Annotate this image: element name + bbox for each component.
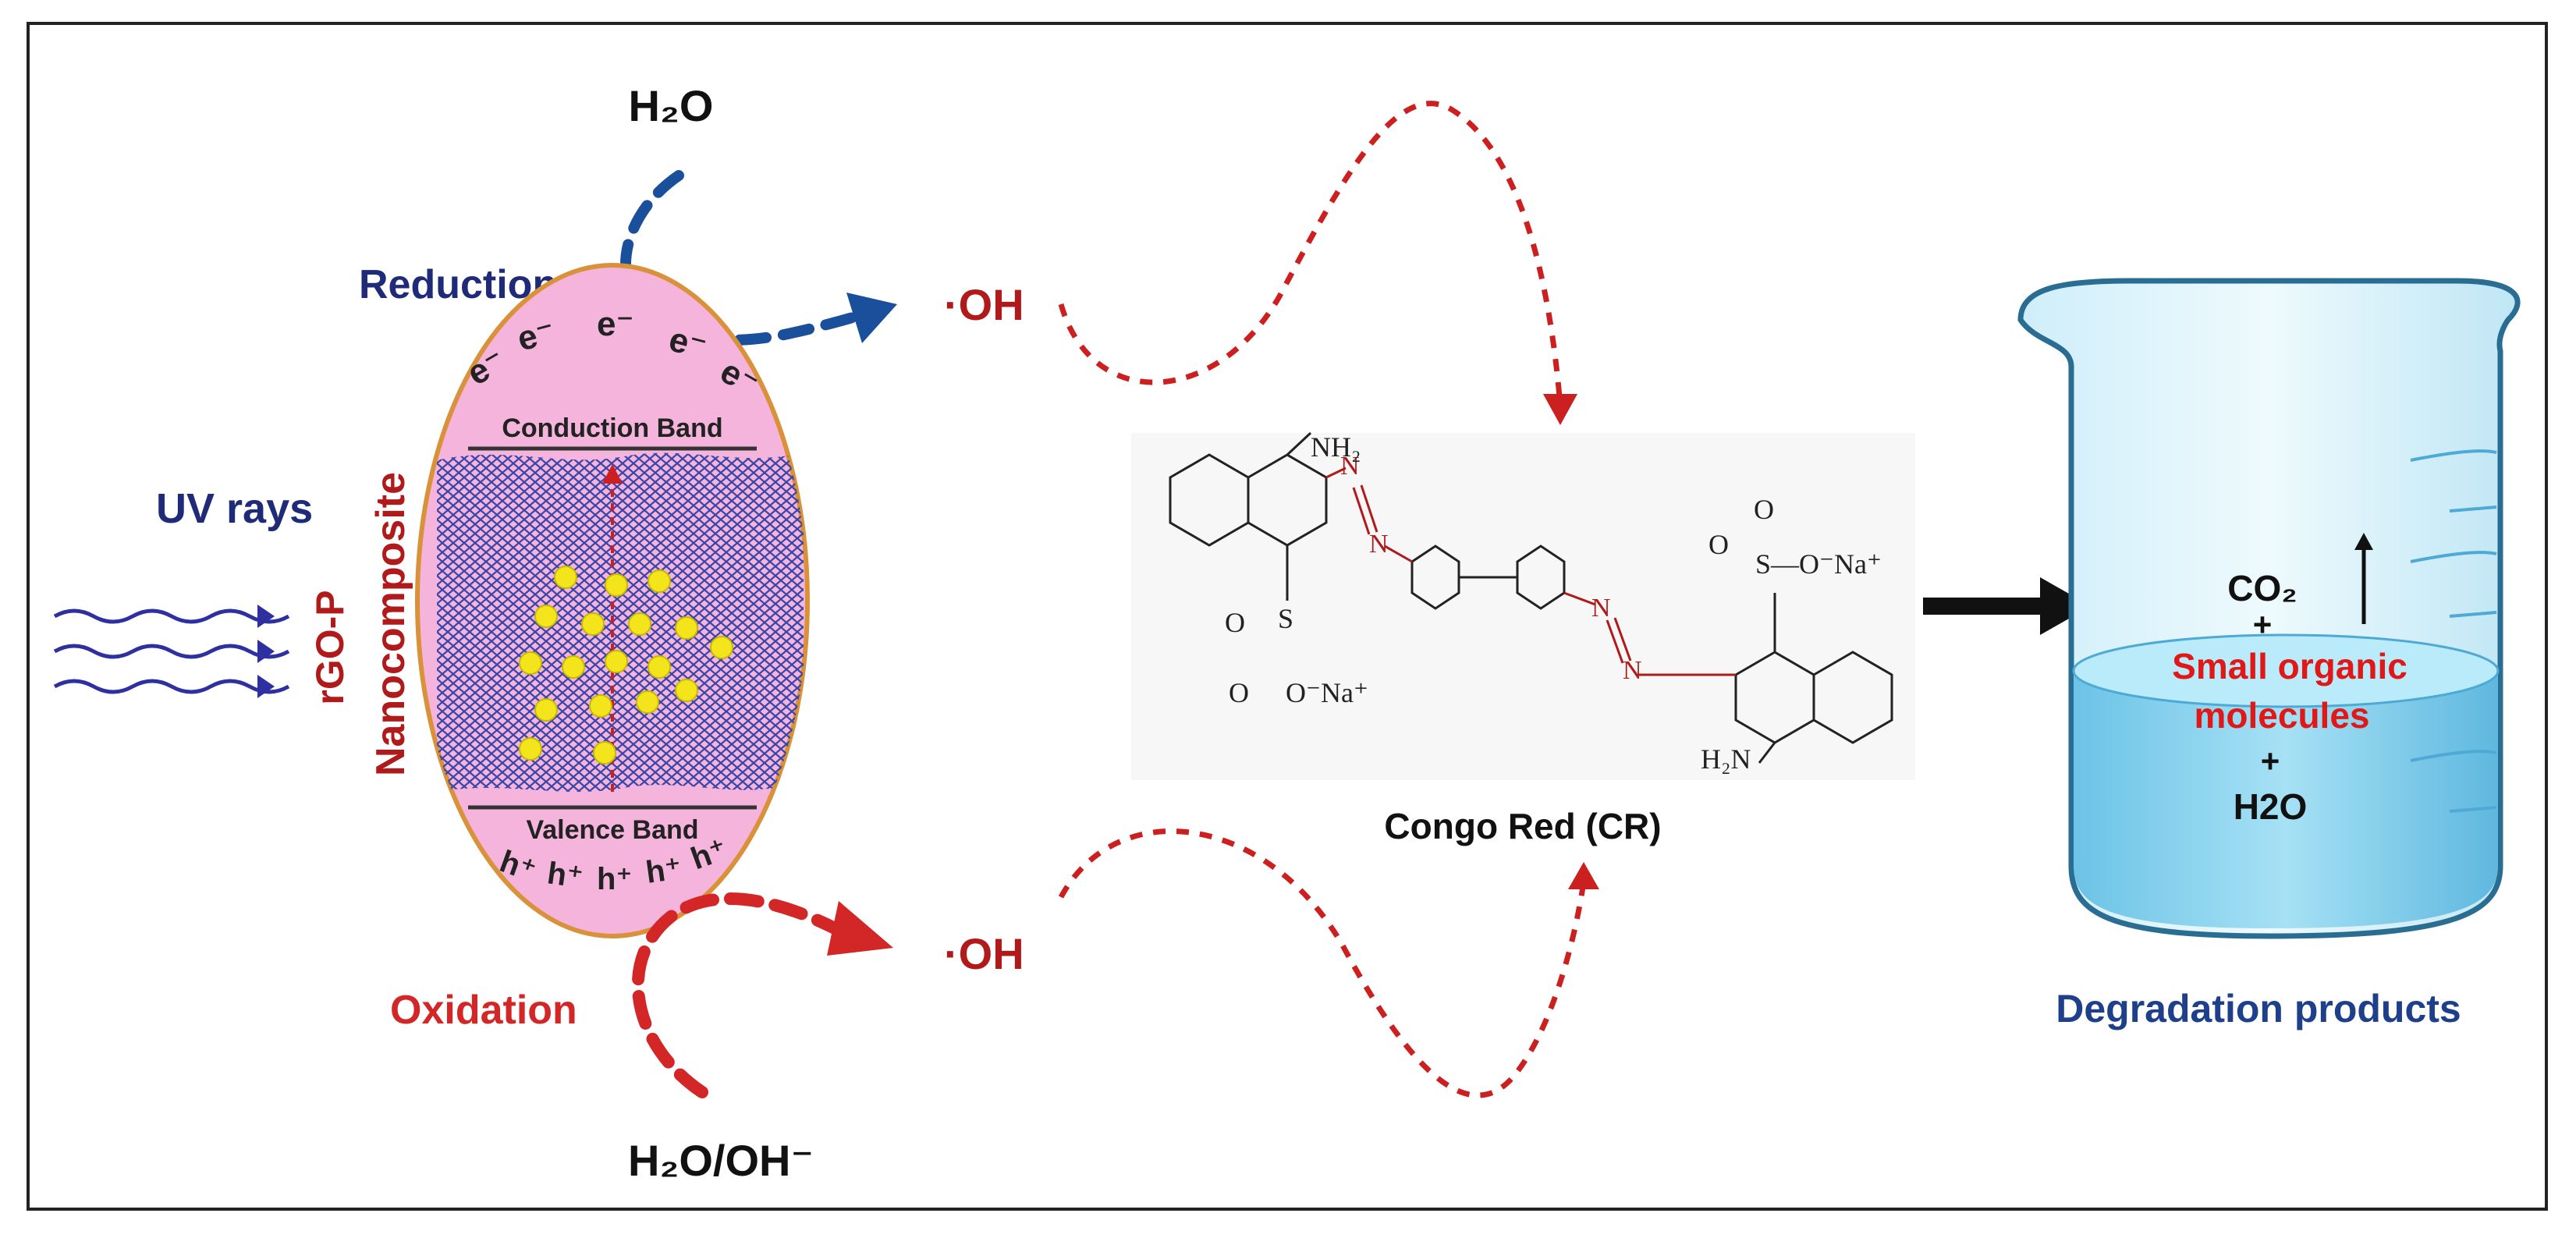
h2o-top-label: H₂O (629, 81, 714, 130)
oxidation-arrowhead-icon (827, 901, 893, 956)
oxygen-left-bottom: O (1229, 677, 1249, 708)
oh-to-cr-top-path (1058, 101, 1563, 406)
liquid-surface (2072, 633, 2500, 708)
oh-to-cr-bottom-path (1058, 828, 1587, 1098)
hole-4: h⁺ (644, 851, 683, 890)
co2-label: CO₂ (2227, 568, 2297, 608)
top-path-arrowhead-icon (1543, 394, 1577, 425)
hole-2: h⁺ (545, 856, 585, 895)
beaker-liquid (2074, 647, 2498, 928)
graphene-lattice (437, 452, 804, 792)
congo-red-structure: N N N N NH₂ H₂N S—O⁻Na⁺ O O S O O O⁻Na⁺ (1131, 431, 1915, 780)
oxygen-left-left: O (1225, 607, 1245, 638)
oh-radical-bottom: ·OH (944, 929, 1024, 978)
reduction-arrowhead-icon (846, 293, 897, 343)
bottom-path-arrowhead-icon (1568, 862, 1599, 889)
oxidation-arrow (631, 892, 841, 1098)
hole-3: h⁺ (597, 862, 633, 896)
electron-3: e⁻ (597, 305, 634, 343)
sulfonate-left-ona: O⁻Na⁺ (1286, 677, 1368, 708)
degradation-products-label: Degradation products (2056, 987, 2461, 1030)
nh2-top-text: NH₂ (1311, 431, 1361, 463)
process-arrow-shaft (1923, 598, 2048, 615)
h2o-oh-bottom-label: H₂O/OH⁻ (628, 1136, 814, 1185)
beaker-graduations (2410, 449, 2497, 813)
process-arrowhead-icon (2040, 577, 2091, 635)
conduction-band-label: Conduction Band (502, 413, 722, 443)
uv-wave-arrowheads-icon (257, 605, 275, 698)
sulfonate-left-s: S (1278, 603, 1293, 634)
azo-n-1: N (1340, 452, 1360, 481)
azo-n-2: N (1369, 530, 1389, 559)
rgo-p-label: rGO-P (308, 590, 352, 704)
gas-release-arrowhead-icon (2354, 533, 2373, 550)
azo-n-3: N (1591, 594, 1611, 623)
uv-rays-label: UV rays (156, 485, 313, 532)
dopant-dots (519, 566, 733, 764)
plus-1: + (2253, 606, 2273, 643)
beaker (2017, 278, 2521, 939)
plus-2: + (2261, 743, 2280, 779)
valence-band-label: Valence Band (526, 815, 698, 845)
sulfonate-right-text: S—O⁻Na⁺ (1755, 548, 1882, 580)
oh-radical-top: ·OH (944, 280, 1024, 329)
oxidation-label: Oxidation (390, 988, 577, 1033)
excitation-arrowhead-icon (602, 464, 623, 484)
congo-red-label: Congo Red (CR) (1384, 806, 1661, 846)
molecules-label: molecules (2195, 695, 2370, 736)
uv-wave-icon (53, 608, 290, 694)
oxygen-right-left: O (1708, 529, 1729, 560)
nh2-bottom-text: H₂N (1701, 743, 1751, 775)
beaker-h2o-label: H2O (2234, 786, 2308, 827)
azo-n-4: N (1623, 656, 1642, 685)
nanocomposite-particle: Conduction Band Valence Band e⁻ e⁻ e⁻ e⁻… (415, 263, 810, 938)
small-organic-label: Small organic (2172, 646, 2407, 686)
nanocomposite-label: Nanocomposite (368, 472, 413, 776)
oxygen-right-top: O (1754, 494, 1774, 525)
